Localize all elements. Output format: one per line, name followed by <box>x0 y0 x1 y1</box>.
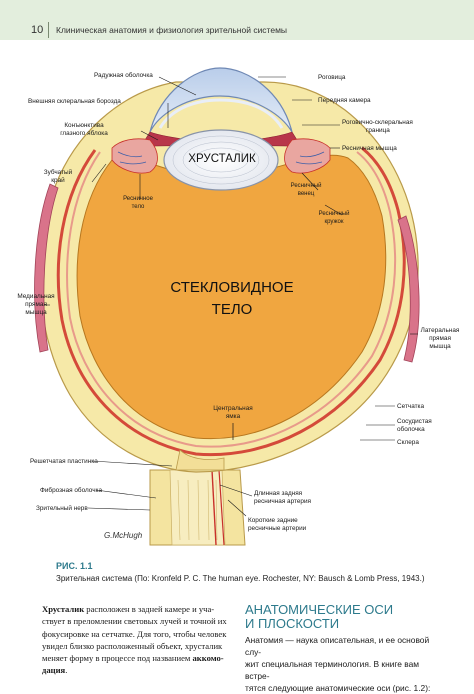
label-ora-serrata-2: край <box>51 176 65 184</box>
term-lens: Хрусталик <box>42 604 85 614</box>
medial-rectus-muscle <box>34 183 59 353</box>
label-choroid-1: Сосудистая <box>397 418 432 425</box>
vitreous-label-line1: СТЕКЛОВИДНОЕ <box>170 279 293 296</box>
label-short-posterior-arteries-2: ресничные артерии <box>248 525 307 532</box>
label-medial-rectus-3: мышца <box>25 309 47 316</box>
lateral-rectus-muscle <box>397 215 420 363</box>
body-line: . <box>65 665 68 676</box>
label-fibrous-sheath: Фиброзная оболочка <box>40 486 102 494</box>
body-line: меняет форму в процессе под названием <box>42 653 193 664</box>
section-line: Анатомия — наука описательная, и ее осно… <box>245 635 430 657</box>
eye-anatomy-figure: ХРУСТАЛИК СТЕКЛОВИДНОЕ ТЕЛО Радужная обо… <box>17 67 460 546</box>
label-optic-nerve: Зрительный нерв <box>36 504 88 512</box>
label-conjunctiva-2: глазного яблока <box>60 129 108 137</box>
label-lateral-rectus-1: Латеральная <box>421 327 460 334</box>
section-heading-line2: и плоскости <box>245 616 340 631</box>
label-ciliary-body-1: Ресничное <box>123 196 154 202</box>
body-line: фокусировке на сетчатке. Для того, чтобы… <box>42 628 227 639</box>
label-iris: Радужная оболочка <box>94 71 153 79</box>
label-medial-rectus-2: прямая <box>25 301 47 308</box>
artist-signature: G.McHugh <box>104 531 143 540</box>
label-ciliary-ring-2: кружок <box>325 219 344 225</box>
vitreous-label-line2: ТЕЛО <box>212 301 253 318</box>
section-paragraph: Анатомия — наука описательная, и ее осно… <box>245 634 441 694</box>
section-heading-line1: Анатомические оси <box>245 602 394 617</box>
body-line: увидел близко расположенный объект, хрус… <box>42 640 223 651</box>
body-line: ствует в преломлении световых лучей и то… <box>42 616 227 627</box>
header-divider <box>48 22 49 38</box>
label-choroid-2: оболочка <box>397 425 425 433</box>
label-medial-rectus-1: Медиальная <box>17 293 55 300</box>
label-ciliary-ring-1: Ресничный <box>319 210 350 217</box>
section-line: тятся следующие анатомические оси (рис. … <box>245 683 431 693</box>
leader-lines <box>44 76 418 517</box>
label-limbus-1: Роговично-склеральная <box>342 119 413 126</box>
optic-disc <box>175 449 225 471</box>
label-short-posterior-arteries-1: Короткие задние <box>248 517 298 524</box>
term-accommodation-end: дация <box>42 665 66 676</box>
label-fovea-1: Центральная <box>213 405 253 412</box>
label-ciliary-body-2: тело <box>132 204 145 210</box>
label-outer-scleral-sulcus: Внешняя склеральная борозда <box>28 97 121 105</box>
term-accommodation: аккомо- <box>192 653 224 664</box>
label-sclera: Склера <box>397 439 419 446</box>
lens-label: ХРУСТАЛИК <box>188 153 256 165</box>
label-anterior-chamber: Передняя камера <box>318 97 371 104</box>
label-long-posterior-artery-1: Длинная задняя <box>254 490 303 497</box>
section-line: жит специальная терминология. В книге ва… <box>245 659 420 681</box>
label-cornea: Роговица <box>318 74 346 81</box>
page-number: 10 <box>31 24 44 36</box>
running-head: Клиническая анатомия и физиология зрител… <box>56 25 288 35</box>
section-heading: Анатомические оси и плоскости <box>245 603 393 631</box>
lens <box>163 129 279 191</box>
label-lateral-rectus-2: прямая <box>429 335 451 342</box>
label-lamina-cribrosa: Решетчатая пластинка <box>30 458 98 465</box>
label-retina: Сетчатка <box>397 403 424 410</box>
ciliary-body <box>111 138 331 174</box>
label-lateral-rectus-3: мышца <box>429 343 451 350</box>
figure-caption: Зрительная система (По: Kronfeld P. C. T… <box>56 574 425 583</box>
label-conjunctiva-1: Конъюнктива <box>64 122 104 129</box>
label-fovea-2: ямка <box>226 413 241 420</box>
label-ora-serrata-1: Зубчатый <box>44 168 73 176</box>
body-line: расположен в задней камере и уча- <box>84 604 215 614</box>
label-ciliary-crown-2: венец <box>298 191 315 197</box>
header-band <box>0 0 474 40</box>
optic-nerve <box>149 469 246 546</box>
label-ciliary-crown-1: Ресничный <box>291 182 322 189</box>
figure-number: РИС. 1.1 <box>56 561 93 571</box>
label-limbus-2: граница <box>366 127 390 134</box>
label-ciliary-muscle: Ресничная мышца <box>342 145 397 152</box>
body-paragraph: Хрусталик расположен в задней камере и у… <box>42 603 240 677</box>
label-long-posterior-artery-2: ресничная артерия <box>254 498 312 505</box>
